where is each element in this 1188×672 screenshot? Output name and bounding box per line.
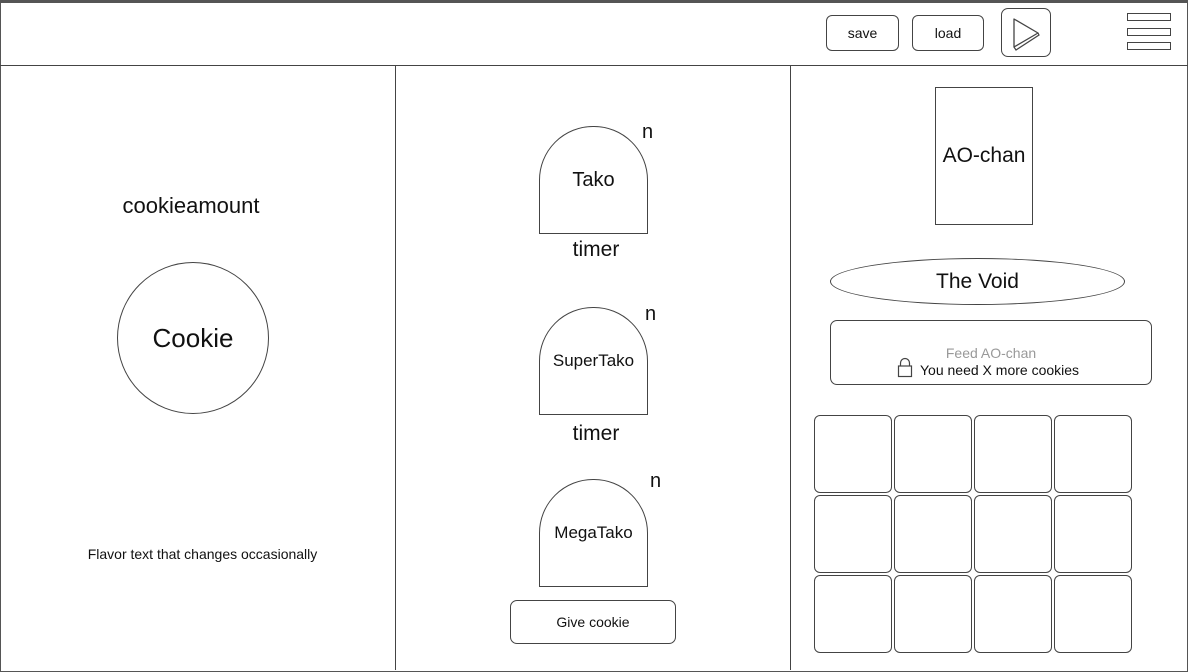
- tako-count: n: [642, 121, 654, 143]
- cookie-label: Cookie: [152, 322, 234, 353]
- supertako-upgrade[interactable]: SuperTako: [539, 307, 648, 415]
- the-void-label: The Void: [936, 269, 1019, 293]
- inventory-slot[interactable]: [1054, 575, 1132, 653]
- hamburger-menu-icon[interactable]: [1127, 13, 1172, 53]
- inventory-slot[interactable]: [894, 575, 972, 653]
- inventory-slot[interactable]: [814, 575, 892, 653]
- inventory-slot[interactable]: [1054, 495, 1132, 573]
- inventory-slot[interactable]: [974, 495, 1052, 573]
- tako-label: Tako: [572, 168, 615, 191]
- column-divider: [790, 65, 791, 670]
- the-void-button[interactable]: The Void: [830, 258, 1125, 305]
- supertako-label: SuperTako: [552, 351, 635, 370]
- lock-icon: [897, 357, 913, 378]
- inventory-slot[interactable]: [814, 495, 892, 573]
- top-bar: save load: [0, 3, 1188, 66]
- inventory-slot[interactable]: [894, 495, 972, 573]
- inventory-slot[interactable]: [894, 415, 972, 493]
- megatako-label: MegaTako: [554, 523, 633, 542]
- ao-chan-label: AO-chan: [942, 144, 1026, 167]
- inventory-grid: [814, 415, 1132, 653]
- megatako-upgrade[interactable]: MegaTako: [539, 479, 648, 587]
- supertako-timer: timer: [572, 422, 620, 445]
- feed-ao-chan-title: Feed AO-chan: [945, 345, 1037, 361]
- inventory-slot[interactable]: [1054, 415, 1132, 493]
- feed-requirement-text: You need X more cookies: [920, 362, 1080, 378]
- save-button[interactable]: save: [826, 15, 899, 51]
- megatako-count: n: [650, 470, 662, 492]
- load-button[interactable]: load: [912, 15, 984, 51]
- play-icon: [1013, 17, 1040, 51]
- ao-chan-portrait: AO-chan: [935, 87, 1033, 225]
- play-button[interactable]: [1001, 8, 1051, 57]
- inventory-slot[interactable]: [974, 575, 1052, 653]
- supertako-count: n: [645, 303, 657, 325]
- column-divider: [395, 65, 396, 670]
- cookie-amount: cookieamount: [122, 193, 260, 218]
- tako-upgrade[interactable]: Tako: [539, 126, 648, 234]
- tako-timer: timer: [572, 238, 620, 261]
- inventory-slot[interactable]: [974, 415, 1052, 493]
- give-cookie-button[interactable]: Give cookie: [510, 600, 676, 644]
- inventory-slot[interactable]: [814, 415, 892, 493]
- cookie-button[interactable]: Cookie: [117, 262, 269, 414]
- feed-ao-chan-button[interactable]: Feed AO-chan You need X more cookies: [830, 320, 1152, 385]
- flavor-text: Flavor text that changes occasionally: [87, 546, 318, 562]
